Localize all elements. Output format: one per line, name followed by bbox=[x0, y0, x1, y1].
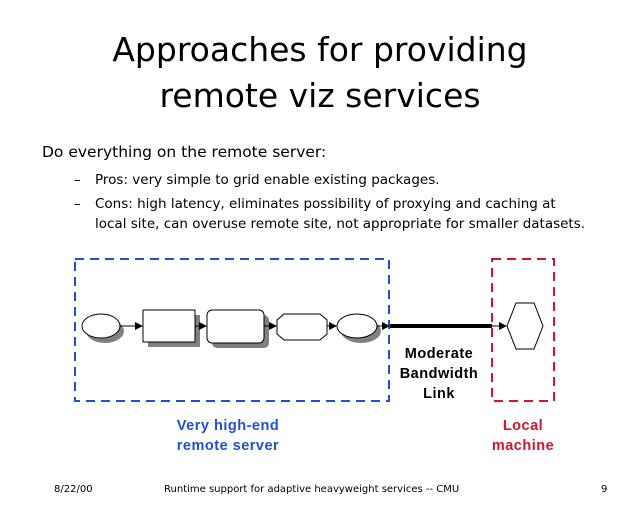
local-machine-box bbox=[491, 258, 555, 402]
link-label-2: Bandwidth bbox=[399, 366, 479, 382]
source-node bbox=[81, 313, 121, 339]
local-display-node bbox=[506, 302, 544, 350]
bullet-cons-line2: local site, can overuse remote site, not… bbox=[95, 216, 586, 232]
bullet-pros: Pros: very simple to grid enable existin… bbox=[95, 172, 440, 188]
link-label-3: Link bbox=[423, 386, 455, 402]
remote-label-2: remote server bbox=[176, 438, 280, 454]
remote-server-box bbox=[74, 258, 390, 402]
footer-center: Runtime support for adaptive heavyweight… bbox=[164, 484, 460, 495]
bullet-cons-line1: Cons: high latency, eliminates possibili… bbox=[95, 196, 556, 212]
process-node-3 bbox=[276, 313, 328, 341]
output-node bbox=[336, 313, 378, 339]
process-node-2 bbox=[206, 309, 265, 344]
main-point: Do everything on the remote server: bbox=[42, 143, 327, 161]
local-label-1: Local bbox=[502, 418, 544, 434]
slide-title-line2: remote viz services bbox=[159, 76, 481, 115]
local-label-2: machine bbox=[491, 438, 555, 454]
link-label-1: Moderate bbox=[404, 346, 474, 362]
remote-label-1: Very high-end bbox=[176, 418, 280, 434]
bullet-dash: – bbox=[74, 196, 81, 212]
slide-title-line1: Approaches for providing bbox=[112, 30, 528, 69]
footer-date: 8/22/00 bbox=[54, 484, 93, 495]
bullet-dash: – bbox=[74, 172, 81, 188]
process-node-1 bbox=[142, 309, 196, 343]
page-number: 9 bbox=[601, 484, 608, 495]
